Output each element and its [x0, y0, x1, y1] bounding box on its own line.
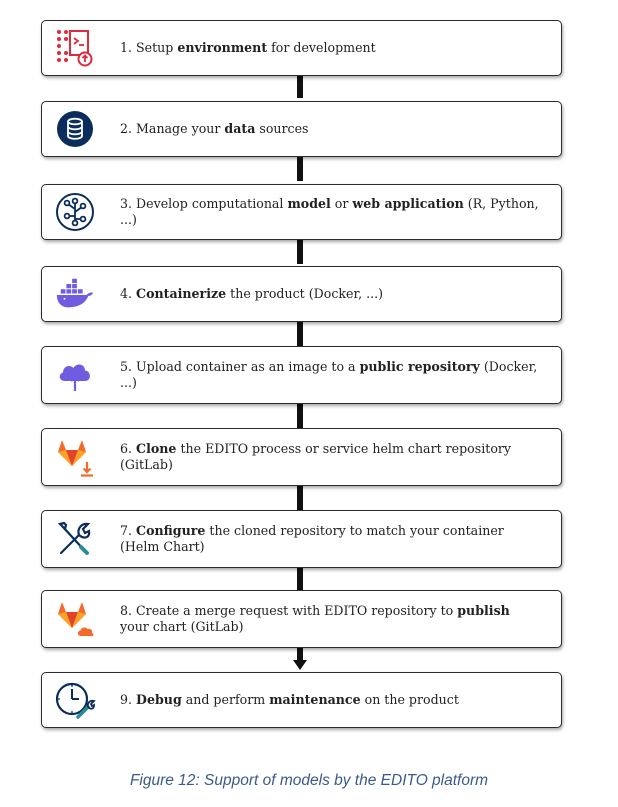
- step-2-box: 2. Manage your data sources: [41, 101, 562, 157]
- step-7-box: 7. Configure the cloned repository to ma…: [41, 510, 562, 568]
- code-document-icon: [54, 27, 96, 69]
- step-3-text: 3. Develop computational model or web ap…: [120, 196, 539, 227]
- cloud-upload-icon: [54, 354, 96, 396]
- connector-4-5: [297, 322, 303, 346]
- database-icon: [54, 108, 96, 150]
- step-5-box: 5. Upload container as an image to a pub…: [41, 346, 562, 404]
- step-3-box: 3. Develop computational model or web ap…: [41, 184, 562, 240]
- arrowhead-8-9: [293, 660, 307, 670]
- network-nodes-icon: [54, 191, 96, 233]
- connector-5-6: [297, 404, 303, 428]
- step-9-box: 9. Debug and perform maintenance on the …: [41, 672, 562, 728]
- connector-2-3: [297, 157, 303, 181]
- wrench-screwdriver-icon: [54, 518, 96, 560]
- clock-wrench-icon: [54, 679, 96, 721]
- gitlab-download-icon: [54, 436, 96, 478]
- connector-3-4: [297, 240, 303, 264]
- step-6-box: 6. Clone the EDITO process or service he…: [41, 428, 562, 486]
- step-8-box: 8. Create a merge request with EDITO rep…: [41, 590, 562, 648]
- step-1-box: 1. Setup environment for development: [41, 20, 562, 76]
- docker-whale-icon: [54, 273, 96, 315]
- step-8-text: 8. Create a merge request with EDITO rep…: [120, 603, 510, 634]
- step-4-text: 4. Containerize the product (Docker, ...…: [120, 286, 384, 301]
- connector-7-8: [297, 568, 303, 590]
- step-5-text: 5. Upload container as an image to a pub…: [120, 359, 538, 390]
- step-1-text: 1. Setup environment for development: [120, 40, 376, 55]
- step-7-text: 7. Configure the cloned repository to ma…: [120, 523, 504, 554]
- step-6-text: 6. Clone the EDITO process or service he…: [120, 441, 512, 472]
- step-4-box: 4. Containerize the product (Docker, ...…: [41, 266, 562, 322]
- connector-8-9: [297, 648, 303, 660]
- connector-1-2: [297, 76, 303, 98]
- figure-caption: Figure 12: Support of models by the EDIT…: [129, 772, 489, 789]
- step-9-text: 9. Debug and perform maintenance on the …: [120, 692, 459, 707]
- step-2-text: 2. Manage your data sources: [120, 121, 309, 136]
- gitlab-cloud-icon: [54, 598, 96, 640]
- connector-6-7: [297, 486, 303, 510]
